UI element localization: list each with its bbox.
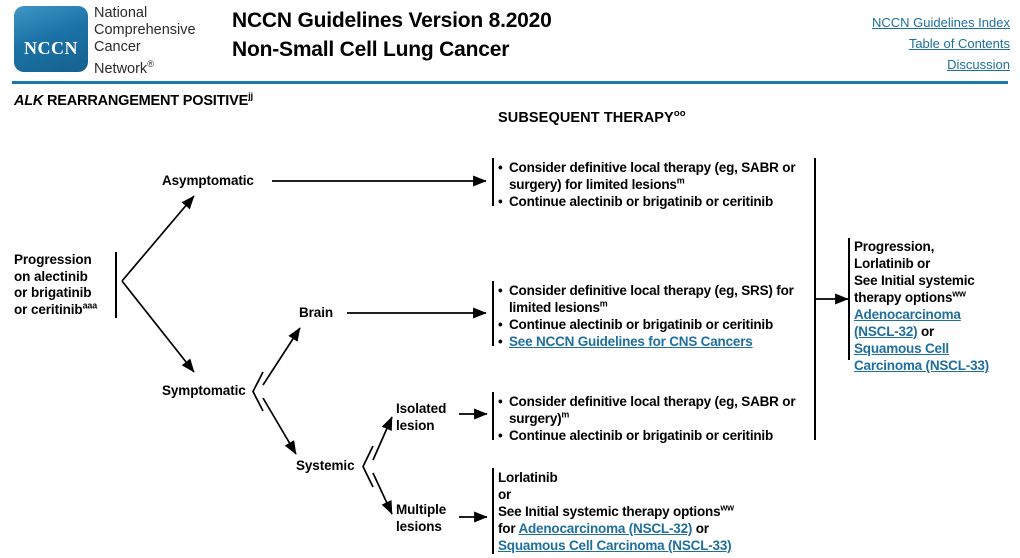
multiple-line-4-suffix: or <box>692 521 709 536</box>
header-links: NCCN Guidelines Index Table of Contents … <box>872 12 1010 75</box>
asymptomatic-bullet-1-line-1: Consider definitive local therapy (eg, S… <box>509 160 779 175</box>
final-line-6-suffix: or <box>917 324 935 339</box>
isolated-lesion-line-2: lesion <box>396 417 435 433</box>
final-line-7: Squamous Cell <box>854 340 1020 357</box>
link-nccn-guidelines-cns-cancers[interactable]: See NCCN Guidelines for CNS Cancers <box>509 334 753 349</box>
section-heading-alk: ALK REARRANGEMENT POSITIVEjj <box>14 91 253 109</box>
nccn-logo: NCCN <box>14 6 88 72</box>
multiple-line-2: or <box>498 487 512 502</box>
subsequent-therapy-right-bracket <box>814 158 816 440</box>
logo-word-line-2: Comprehensive <box>94 22 196 38</box>
progression-footnote: aaa <box>82 300 98 310</box>
isolated-bullet-1: Consider definitive local therapy (eg, S… <box>498 393 810 427</box>
multiple-lesions-line-2: lesions <box>396 518 442 534</box>
alk-gene-name: ALK <box>14 93 44 109</box>
block-final-outcome: Progression, Lorlatinib or See Initial s… <box>854 238 1020 374</box>
final-line-4-footnote: ww <box>952 288 966 299</box>
page-header: NCCN National Comprehensive Cancer Netwo… <box>0 0 1020 84</box>
multiple-line-4-prefix: for <box>498 521 519 536</box>
final-line-6: (NSCL-32) or <box>854 323 1020 340</box>
subsequent-therapy-label: SUBSEQUENT THERAPY <box>498 110 674 126</box>
brain-bullet-3: See NCCN Guidelines for CNS Cancers <box>498 333 810 350</box>
progression-line-2: on alectinib <box>14 268 88 284</box>
brain-bullet-1-line-2: for limited lesions <box>509 283 794 315</box>
asymptomatic-block-left-bracket <box>492 158 494 206</box>
final-line-3: See Initial systemic <box>854 273 975 288</box>
node-asymptomatic: Asymptomatic <box>162 173 254 188</box>
multiple-line-5: Squamous Cell Carcinoma (NSCL-33) <box>498 537 818 554</box>
link-nccn-guidelines-index[interactable]: NCCN Guidelines Index <box>871 15 1010 30</box>
section-heading-subsequent-therapy: SUBSEQUENT THERAPYoo <box>498 108 686 126</box>
node-progression: Progression on alectinib or brigatinib o… <box>14 252 97 318</box>
asymptomatic-bullet-1-line-2: or surgery) for limited lesions <box>509 160 796 192</box>
link-adenocarcinoma-nscl-32[interactable]: Adenocarcinoma (NSCL-32) <box>518 521 693 536</box>
link-final-adenocarcinoma-nscl-32[interactable]: (NSCL-32) <box>854 324 918 339</box>
page-title: NCCN Guidelines Version 8.2020 Non-Small… <box>232 6 552 64</box>
node-multiple-lesions: Multiple lesions <box>396 502 446 535</box>
node-systemic: Systemic <box>296 458 355 473</box>
logo-word-line-3: Cancer <box>94 39 141 55</box>
link-squamous-cell-carcinoma-nscl-33[interactable]: Squamous Cell Carcinoma (NSCL-33) <box>498 538 732 553</box>
asymptomatic-bullet-2: Continue alectinib or brigatinib or ceri… <box>498 193 810 210</box>
brain-block-left-bracket <box>492 281 494 346</box>
final-line-5: Adenocarcinoma <box>854 306 1020 323</box>
asymptomatic-bullet-1: Consider definitive local therapy (eg, S… <box>498 159 810 193</box>
multiple-line-1: Lorlatinib <box>498 470 558 485</box>
brain-bullet-1: Consider definitive local therapy (eg, S… <box>498 282 810 316</box>
alk-heading-footnote: jj <box>248 91 253 103</box>
brain-bullet-2: Continue alectinib or brigatinib or ceri… <box>498 316 810 333</box>
progression-line-4: or ceritinibaaa <box>14 300 98 317</box>
node-isolated-lesion: Isolated lesion <box>396 401 446 434</box>
multiple-line-3-footnote: ww <box>720 502 734 513</box>
final-outcome-left-bracket <box>848 238 850 360</box>
progression-bracket <box>115 252 117 318</box>
subsequent-therapy-footnote: oo <box>673 108 686 120</box>
isolated-lesion-line-1: Isolated <box>396 401 447 416</box>
isolated-bullet-1-footnote: m <box>561 409 570 420</box>
final-line-8: Carcinoma (NSCL-33) <box>854 357 1020 374</box>
link-table-of-contents[interactable]: Table of Contents <box>908 36 1010 51</box>
isolated-bullet-1-line-2: SABR or surgery) <box>509 394 796 426</box>
page-title-line-1: NCCN Guidelines Version 8.2020 <box>232 9 552 32</box>
link-final-adenocarcinoma[interactable]: Adenocarcinoma <box>854 307 961 322</box>
link-final-carcinoma-nscl-33[interactable]: Carcinoma (NSCL-33) <box>854 358 989 373</box>
isolated-block-left-bracket <box>492 392 494 440</box>
logo-word-line-4: Network® <box>94 59 154 77</box>
nccn-logo-mark: NCCN <box>24 38 78 58</box>
block-brain-therapy: Consider definitive local therapy (eg, S… <box>498 282 810 350</box>
brain-bullet-1-line-1: Consider definitive local therapy (eg, S… <box>509 283 773 298</box>
progression-line-1: Progression <box>14 252 92 267</box>
nccn-logo-wordmark: National Comprehensive Cancer Network® <box>94 5 196 78</box>
block-asymptomatic-therapy: Consider definitive local therapy (eg, S… <box>498 159 810 210</box>
alk-heading-rest: REARRANGEMENT POSITIVE <box>43 93 249 109</box>
progression-line-3: or brigatinib <box>14 285 92 300</box>
asymptomatic-bullet-1-footnote: m <box>676 175 685 186</box>
registered-mark: ® <box>147 59 154 69</box>
header-divider <box>12 81 1008 84</box>
final-line-1: Progression, <box>854 239 935 254</box>
link-final-squamous-cell[interactable]: Squamous Cell <box>854 341 949 356</box>
isolated-bullet-1-line-1: Consider definitive local therapy (eg, <box>509 394 738 409</box>
multiple-block-left-bracket <box>492 468 494 554</box>
block-isolated-therapy: Consider definitive local therapy (eg, S… <box>498 393 810 444</box>
final-line-2: Lorlatinib or <box>854 256 931 271</box>
isolated-bullet-2: Continue alectinib or brigatinib or ceri… <box>498 427 810 444</box>
logo-word-line-1: National <box>94 5 148 21</box>
node-brain: Brain <box>299 305 334 320</box>
multiple-line-3: See Initial systemic therapy optionsww <box>498 502 734 519</box>
multiple-line-4: for Adenocarcinoma (NSCL-32) or <box>498 520 818 537</box>
node-symptomatic: Symptomatic <box>162 383 246 398</box>
brain-bullet-1-footnote: m <box>599 298 608 309</box>
multiple-lesions-line-1: Multiple <box>396 502 447 517</box>
block-multiple-therapy: Lorlatinib or See Initial systemic thera… <box>498 469 818 554</box>
page-title-line-2: Non-Small Cell Lung Cancer <box>232 38 510 61</box>
final-line-4: therapy optionsww <box>854 288 966 305</box>
link-discussion[interactable]: Discussion <box>947 57 1010 72</box>
